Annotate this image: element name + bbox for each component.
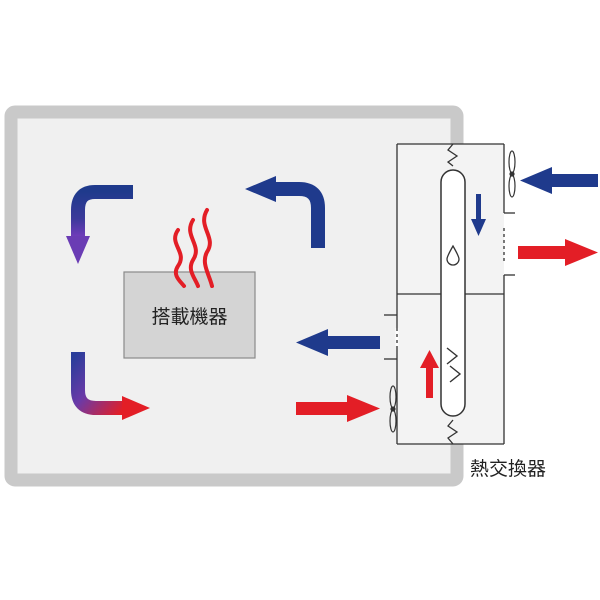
arrow-exchanger-out-left (296, 329, 380, 356)
heat-waves-icon (173, 208, 214, 288)
arrow-outside-in (520, 167, 598, 194)
internal-down-arrow (471, 194, 486, 236)
heat-exchanger-label: 熱交換器 (470, 458, 547, 480)
arrow-into-exchanger (296, 395, 380, 422)
arrow-top-right (245, 176, 325, 248)
heat-pipe-waves (446, 347, 462, 383)
internal-up-arrow (420, 350, 439, 398)
fan-icon (508, 150, 516, 198)
droplet-icon (446, 244, 460, 266)
equipment-box (123, 271, 256, 359)
heat-pipe (440, 169, 466, 417)
fan-icon (389, 385, 397, 433)
arrow-bottom-left (71, 352, 150, 420)
arrow-outside-out (518, 239, 598, 266)
arrow-top-left (66, 185, 133, 264)
